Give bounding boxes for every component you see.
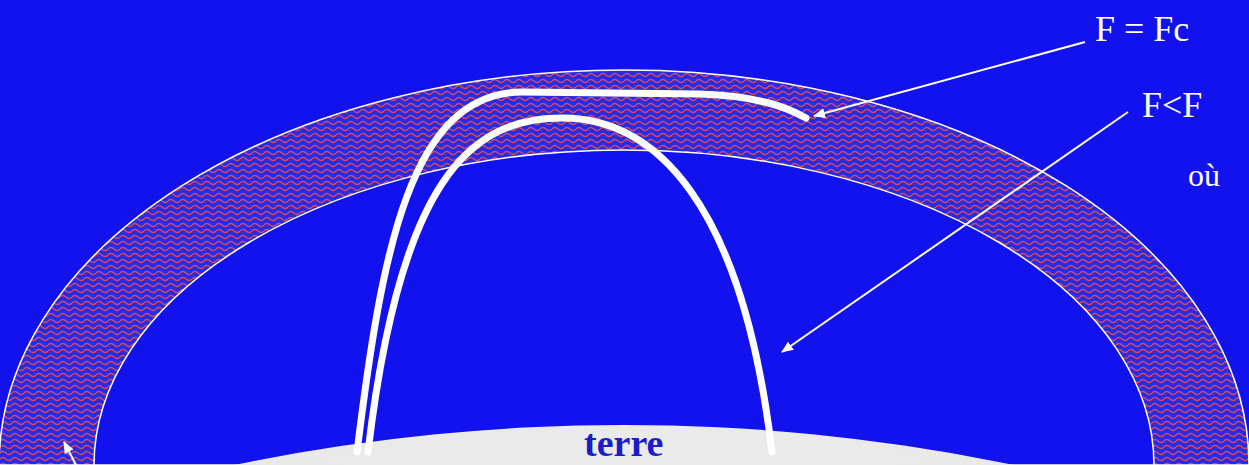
callout-label: F = Fc: [1095, 10, 1189, 50]
callout-label: F<F: [1142, 86, 1202, 126]
ionosphere-band: [0, 70, 1249, 465]
callout-label: où: [1188, 158, 1220, 193]
escaping-ray: [357, 92, 806, 452]
earth-label: terre: [584, 423, 663, 465]
earth-label-node: terre: [584, 423, 663, 465]
leader-line: [64, 442, 76, 465]
reflected-ray: [368, 118, 772, 452]
leader-line: [782, 112, 1128, 352]
leader-line: [814, 42, 1085, 116]
